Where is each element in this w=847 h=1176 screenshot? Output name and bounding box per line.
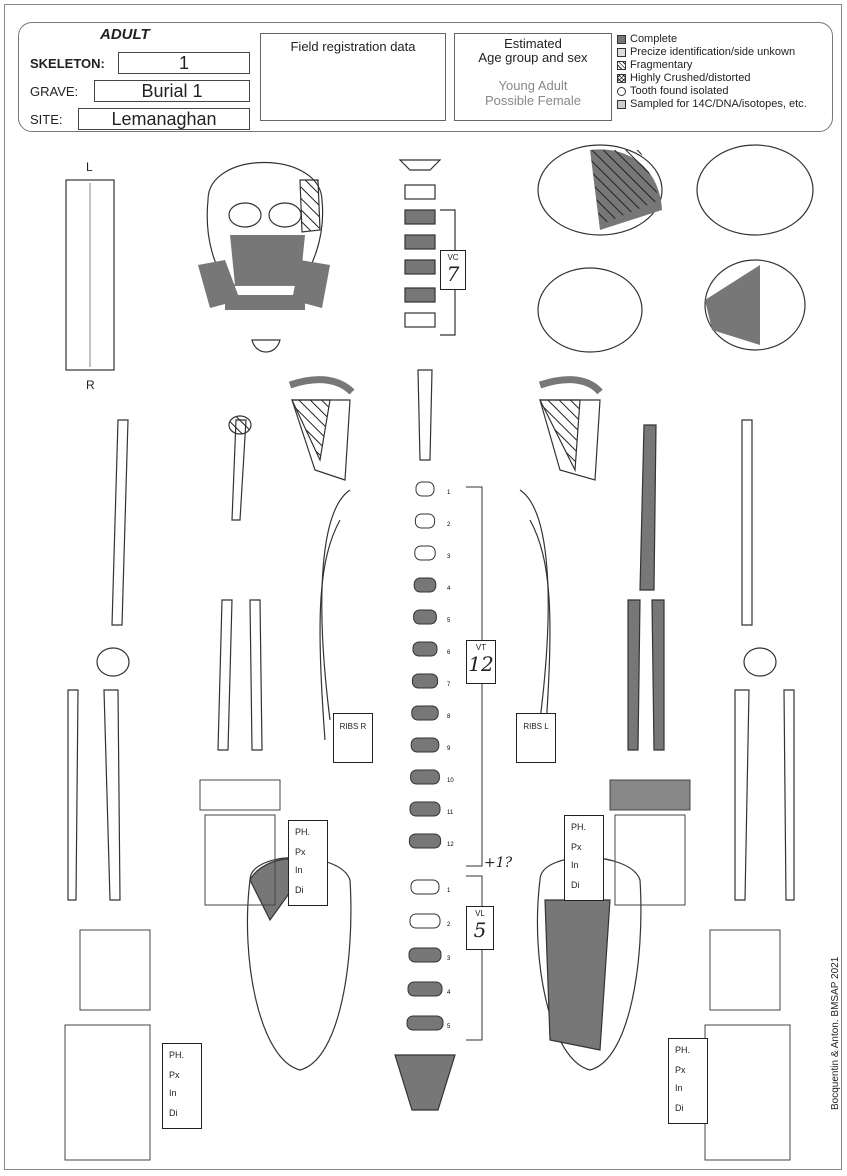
sacrum (395, 1055, 455, 1110)
thoracic-vertebra-1-number: 1 (447, 490, 451, 496)
patella-right (97, 648, 129, 676)
cervical-label: VC (441, 253, 465, 262)
thoracic-vertebra-6-number: 6 (447, 650, 451, 656)
thoracic-vertebra-2-number: 2 (447, 522, 451, 528)
ribs-left-box[interactable]: RIBS L (516, 713, 556, 763)
thoracic-vertebra-8-body (412, 706, 438, 720)
ribs-right-label: RIBS R (340, 722, 367, 731)
credit-text: Bocquentin & Anton. BMSAP 2021 (830, 957, 841, 1110)
lumbar-label: VL (467, 909, 493, 918)
thoracic-vertebra-12-body (409, 834, 440, 848)
ribs-left-label: RIBS L (523, 722, 548, 731)
cervical-count: 7 (441, 262, 465, 286)
skull-lateral (538, 145, 813, 352)
sternum (418, 370, 432, 460)
thoracic-vertebra-10-body (411, 770, 440, 784)
thoracic-vertebra-10-number: 10 (447, 778, 454, 784)
lumbar-vertebra-2-number: 2 (447, 922, 451, 928)
ribs-right-box[interactable]: RIBS R (333, 713, 373, 763)
patella-left (744, 648, 776, 676)
cervical-vertebrae (400, 160, 455, 335)
skull-frontal (198, 163, 330, 353)
phalanx-box-left-foot[interactable]: PH. Px In Di (668, 1038, 708, 1124)
thoracic-vertebra-3-body (415, 546, 435, 560)
thoracic-vertebra-2-body (415, 514, 434, 528)
thoracic-label: VT (467, 643, 495, 652)
dental-side-right: R (86, 378, 95, 392)
thoracic-vertebra-7-body (412, 674, 437, 688)
lumbar-count: 5 (467, 918, 493, 942)
thoracic-vertebra-5-number: 5 (447, 618, 451, 624)
thoracic-vertebra-1-body (416, 482, 434, 496)
vertebra-brackets (466, 487, 482, 1040)
thoracic-count-box[interactable]: VT 12 (466, 640, 496, 684)
thoracic-vertebra-7-number: 7 (447, 682, 451, 688)
lumbar-vertebra-4-body (408, 982, 442, 996)
cervical-count-box[interactable]: VC 7 (440, 250, 466, 290)
thoracic-vertebra-9-number: 9 (447, 746, 451, 752)
thoracic-vertebra-3-number: 3 (447, 554, 451, 560)
lumbar-vertebra-3-body (409, 948, 441, 962)
lumbar-vertebra-1-body (411, 880, 439, 894)
thoracic-vertebra-4-number: 4 (447, 586, 451, 592)
shoulder-girdle (290, 380, 600, 480)
lumbar-count-box[interactable]: VL 5 (466, 906, 494, 950)
thoracic-vertebra-5-body (414, 610, 437, 624)
lumbar-vertebra-5-number: 5 (447, 1024, 451, 1030)
dental-side-left: L (86, 160, 93, 174)
phalanx-box-left-hand[interactable]: PH. Px In Di (564, 815, 604, 901)
thoracic-vertebra-11-number: 11 (447, 810, 454, 816)
lumbar-vertebra-2-body (410, 914, 440, 928)
lumbar-vertebra-5-body (407, 1016, 443, 1030)
long-bones-left (628, 420, 794, 900)
lumbar-vertebra-4-number: 4 (447, 990, 451, 996)
thoracic-vertebra-9-body (411, 738, 439, 752)
thoracic-vertebra-6-body (413, 642, 437, 656)
thoracic-vertebra-4-body (414, 578, 436, 592)
extra-vertebra-note: +1? (484, 855, 512, 871)
thoracic-count: 12 (467, 652, 495, 676)
lumbar-vertebra-3-number: 3 (447, 956, 451, 962)
thoracic-vertebra-11-body (410, 802, 440, 816)
lumbar-vertebra-1-number: 1 (447, 888, 451, 894)
dental-chart (66, 180, 114, 370)
thoracic-vertebra-8-number: 8 (447, 714, 451, 720)
phalanx-box-right-hand[interactable]: PH. Px In Di (288, 820, 328, 906)
phalanx-box-right-foot[interactable]: PH. Px In Di (162, 1043, 202, 1129)
thoracic-vertebra-12-number: 12 (447, 842, 454, 848)
